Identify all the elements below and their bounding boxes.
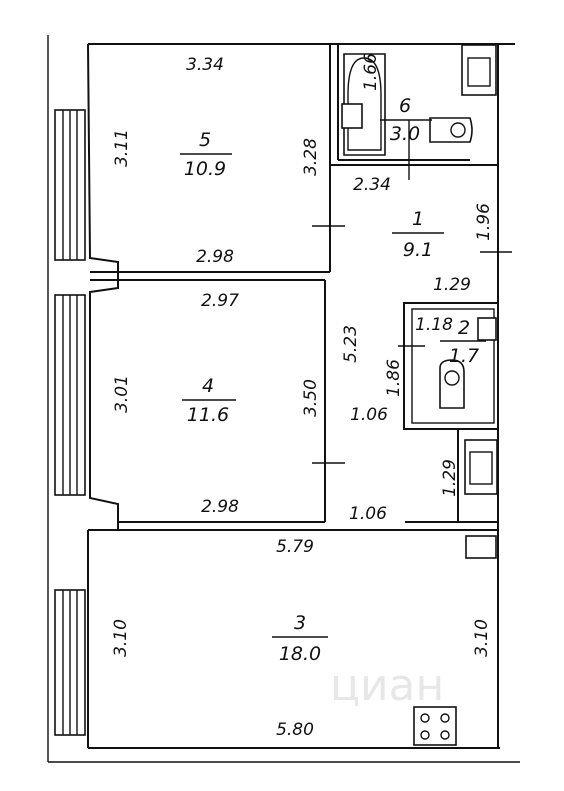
wc-sink	[477, 317, 497, 341]
wc-toilet	[439, 359, 465, 409]
room-4-number: 4	[202, 375, 214, 397]
wc-room-outline	[403, 302, 499, 430]
room-3-number: 3	[294, 612, 306, 634]
room-1-area: 9.1	[403, 239, 433, 261]
room-3-area: 18.0	[279, 643, 321, 665]
room-4-label: 4 11.6	[182, 375, 236, 426]
dim-r3-left: 3.10	[111, 619, 131, 657]
dim-r4-top: 2.97	[201, 291, 239, 311]
dim-r2-width: 1.18	[415, 315, 453, 335]
dim-r4-left: 3.01	[112, 375, 132, 413]
dim-r2-height: 1.86	[384, 359, 404, 397]
room-5-label: 5 10.9	[180, 129, 232, 180]
room-6-label: 6 3.0	[380, 95, 432, 145]
room-4-area: 11.6	[187, 404, 229, 426]
wc-toilet-bowl	[444, 370, 460, 386]
window-room-4	[54, 294, 86, 496]
bath-sink	[341, 103, 363, 129]
closet-unit-inner	[469, 451, 493, 485]
dim-r3-bottom: 5.80	[276, 720, 314, 740]
dim-r3-top: 5.79	[276, 537, 314, 557]
bath-cabinet-inner	[467, 57, 491, 87]
room-1-label: 1 9.1	[392, 208, 444, 261]
room-1-number: 1	[412, 208, 424, 230]
room-6-area: 3.0	[390, 123, 420, 145]
window-room-3	[54, 589, 86, 736]
dim-r1-bottom: 1.29	[433, 275, 471, 295]
bath-toilet-bowl	[450, 122, 466, 138]
watermark-text: циан	[330, 660, 444, 711]
dim-corridor-length: 5.23	[341, 325, 361, 363]
dim-closet: 1.29	[440, 459, 460, 497]
room-2-number: 2	[458, 317, 470, 339]
dim-r5-right: 3.28	[301, 138, 321, 176]
room-2-label: 2 1.7	[440, 317, 486, 367]
dim-r5-left: 3.11	[112, 129, 132, 167]
room-6-number: 6	[399, 95, 411, 117]
dim-r4-bottom: 2.98	[201, 497, 239, 517]
room-2-area: 1.7	[449, 345, 479, 367]
window-room-5	[54, 109, 86, 261]
dim-r5-top: 3.34	[186, 55, 224, 75]
room-5-area: 10.9	[184, 158, 226, 180]
kitchen-sink	[465, 535, 497, 559]
dim-r5-bottom: 2.98	[196, 247, 234, 267]
wc-room-inner	[411, 308, 495, 424]
exterior-wall-left	[87, 43, 119, 530]
room-5-number: 5	[199, 129, 211, 151]
dim-r1-right: 1.96	[474, 203, 494, 241]
bath-cabinet	[461, 44, 497, 96]
dim-bath-length: 1.66	[361, 53, 381, 91]
dim-r4-right: 3.50	[301, 379, 321, 417]
room-3-label: 3 18.0	[272, 612, 328, 665]
dim-passage-top: 1.06	[350, 405, 388, 425]
dim-r3-right: 3.10	[472, 619, 492, 657]
dim-r1-top: 2.34	[353, 175, 391, 195]
kitchen-stove	[413, 706, 457, 746]
dim-passage-bottom: 1.06	[349, 504, 387, 524]
bathtub-basin	[347, 57, 382, 151]
